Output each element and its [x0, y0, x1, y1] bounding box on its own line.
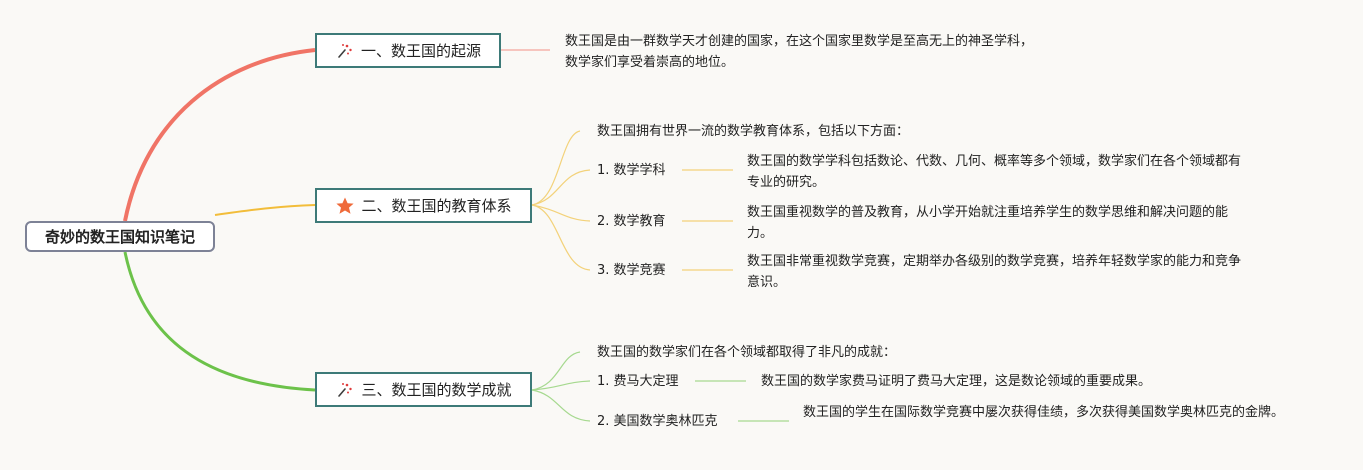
achievements-item-olympiad[interactable]: 2. 美国数学奥林匹克 — [597, 414, 718, 429]
edge-branch3-intro — [531, 351, 581, 391]
edge-branch2-intro — [531, 130, 581, 206]
sparkle-icon — [335, 380, 355, 400]
branch-origin[interactable]: 一、数王国的起源 — [315, 33, 501, 68]
edge-branch2-item3 — [531, 204, 591, 271]
branch-achievements-label: 三、数王国的数学成就 — [361, 381, 512, 399]
achievements-item-olympiad-desc[interactable]: 数王国的学生在国际数学竞赛中屡次获得佳绩，多次获得美国数学奥林匹克的金牌。 — [803, 405, 1285, 420]
education-intro[interactable]: 数王国拥有世界一流的数学教育体系，包括以下方面： — [597, 124, 910, 139]
edge-root-branch3 — [123, 251, 316, 392]
origin-description[interactable]: 数王国是由一群数学天才创建的国家，在这个国家里数学是至高无上的神圣学科，数学家们… — [565, 34, 1034, 70]
education-item-subjects[interactable]: 1. 数学学科 — [597, 163, 666, 178]
root-topic[interactable]: 奇妙的数王国知识笔记 — [25, 221, 215, 252]
sparkle-icon — [335, 41, 355, 61]
branch-education-label: 二、数王国的教育体系 — [361, 197, 512, 215]
edge-branch3-item1 — [531, 380, 591, 391]
edge-root-branch1 — [123, 48, 316, 222]
edge-branch3-item2 — [531, 389, 591, 422]
edge-branch2-item2 — [531, 204, 591, 222]
education-item-competition[interactable]: 3. 数学竞赛 — [597, 263, 666, 278]
branch-achievements[interactable]: 三、数王国的数学成就 — [315, 372, 532, 407]
education-item-teaching[interactable]: 2. 数学教育 — [597, 214, 666, 229]
edge-root-branch2 — [214, 204, 316, 216]
achievements-item-fermat[interactable]: 1. 费马大定理 — [597, 374, 679, 389]
branch-education[interactable]: 二、数王国的教育体系 — [315, 188, 532, 223]
root-topic-label: 奇妙的数王国知识笔记 — [44, 228, 195, 246]
education-item-teaching-desc[interactable]: 数王国重视数学的普及教育，从小学开始就注重培养学生的数学思维和解决问题的能力。 — [747, 205, 1229, 241]
education-item-subjects-desc[interactable]: 数王国的数学学科包括数论、代数、几何、概率等多个领域，数学家们在各个领域都有专业… — [747, 154, 1242, 190]
achievements-item-fermat-desc[interactable]: 数王国的数学家费马证明了费马大定理，这是数论领域的重要成果。 — [761, 374, 1152, 389]
branch-origin-label: 一、数王国的起源 — [360, 42, 481, 60]
star-icon — [335, 196, 355, 216]
edge-branch2-item1 — [531, 169, 591, 206]
education-item-competition-desc[interactable]: 数王国非常重视数学竞赛，定期举办各级别的数学竞赛，培养年轻数学家的能力和竞争意识… — [747, 254, 1242, 290]
achievements-intro[interactable]: 数王国的数学家们在各个领域都取得了非凡的成就： — [597, 345, 897, 360]
